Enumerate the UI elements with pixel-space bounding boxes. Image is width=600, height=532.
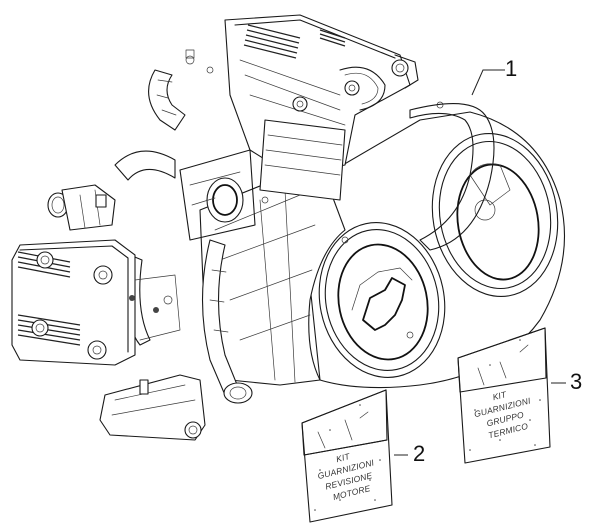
callout-2: 2 [413,441,426,466]
left-head-cover [11,239,181,366]
starter-motor [99,374,206,441]
callout-1-leader [471,69,505,96]
gasket-loop [409,103,495,251]
thermostat-housing [47,184,116,231]
crankcase [199,169,346,386]
throttle-body [179,149,256,241]
bag-2-line-1: KIT [335,451,351,464]
head-fins [243,24,346,59]
callout-1: 1 [505,56,518,81]
bag-3-line-1: KIT [492,389,508,402]
cylinder-head [224,14,419,201]
bag-2-texture [314,404,381,511]
gasket-kit-bag-gruppo-termico: KIT GUARNIZIONI GRUPPO TERMICO [457,327,551,464]
variator-cover [318,222,446,378]
engine-assembly [11,14,565,441]
gasket-kit-bag-revisione-motore: KIT GUARNIZIONI REVISIONE MOTORE [301,389,393,523]
callout-3: 3 [570,369,583,394]
bag-3-texture [469,339,541,451]
